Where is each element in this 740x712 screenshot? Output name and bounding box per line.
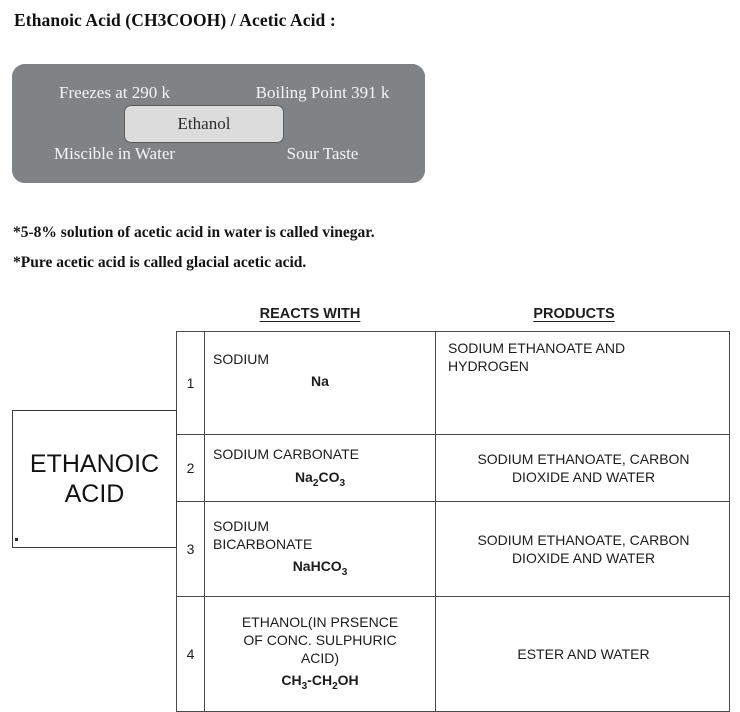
page-title: Ethanoic Acid (CH3COOH) / Acetic Acid : bbox=[14, 10, 336, 30]
reactant-formula: NaHCO3 bbox=[292, 558, 348, 579]
reactant-name: BICARBONATE bbox=[213, 536, 313, 553]
table-row: 4 ETHANOL(IN PRSENCE OF CONC. SULPHURIC … bbox=[176, 596, 730, 712]
ethanoic-acid-label-line2: ACID bbox=[64, 480, 125, 508]
ethanoic-acid-label-box: ETHANOIC ACID bbox=[12, 410, 177, 548]
table-row: 3 SODIUM BICARBONATE NaHCO3 SODIUM ETHAN… bbox=[176, 501, 730, 597]
product-line: DIOXIDE AND WATER bbox=[511, 469, 656, 485]
reactant-cell: SODIUM BICARBONATE NaHCO3 bbox=[204, 501, 436, 597]
row-number: 3 bbox=[176, 501, 205, 597]
properties-center-label: Ethanol bbox=[124, 105, 284, 143]
product-cell: ESTER AND WATER bbox=[435, 596, 730, 712]
reactant-cell: ETHANOL(IN PRSENCE OF CONC. SULPHURIC AC… bbox=[204, 596, 436, 712]
reactant-name: SODIUM bbox=[213, 517, 269, 534]
row-number: 1 bbox=[176, 331, 205, 435]
reactant-formula: CH3-CH2OH bbox=[281, 672, 359, 693]
product-line: SODIUM ETHANOATE, CARBON bbox=[477, 531, 690, 548]
product-cell: SODIUM ETHANOATE AND HYDROGEN bbox=[435, 331, 730, 435]
properties-box: Freezes at 290 k Boiling Point 391 k Mis… bbox=[12, 64, 425, 183]
ethanoic-acid-label-line1: ETHANOIC bbox=[29, 449, 160, 478]
reaction-table: 1 SODIUM Na SODIUM ETHANOATE AND HYDROGE… bbox=[176, 331, 730, 712]
row-number: 2 bbox=[176, 434, 205, 502]
product-line: ESTER AND WATER bbox=[517, 645, 650, 662]
properties-grid: Freezes at 290 k Boiling Point 391 k Mis… bbox=[12, 64, 425, 183]
row-number: 4 bbox=[176, 596, 205, 712]
reactant-name: OF CONC. SULPHURIC bbox=[243, 631, 397, 648]
product-cell: SODIUM ETHANOATE, CARBON DIOXIDE AND WAT… bbox=[435, 434, 730, 502]
reactant-name: SODIUM CARBONATE bbox=[213, 446, 359, 463]
reactant-cell: SODIUM Na bbox=[204, 331, 436, 435]
product-cell: SODIUM ETHANOATE, CARBON DIOXIDE AND WAT… bbox=[435, 501, 730, 597]
product-line: DIOXIDE AND WATER bbox=[511, 550, 656, 566]
reactant-cell: SODIUM CARBONATE Na2CO3 bbox=[204, 434, 436, 502]
product-line: SODIUM ETHANOATE AND bbox=[448, 340, 626, 356]
note-glacial-acetic-acid: *Pure acetic acid is called glacial acet… bbox=[13, 254, 307, 271]
column-header-products: PRODUCTS bbox=[533, 306, 615, 322]
note-vinegar: *5-8% solution of acetic acid in water i… bbox=[13, 224, 375, 241]
table-row: 1 SODIUM Na SODIUM ETHANOATE AND HYDROGE… bbox=[176, 331, 730, 435]
property-cell-taste: Sour Taste bbox=[220, 125, 425, 183]
reactant-formula: Na2CO3 bbox=[294, 468, 346, 489]
stray-dot-mark bbox=[15, 538, 18, 541]
product-line: SODIUM ETHANOATE, CARBON bbox=[477, 450, 690, 467]
reactant-formula: Na bbox=[311, 373, 329, 390]
reactant-name: ETHANOL(IN PRSENCE bbox=[241, 613, 399, 630]
product-line: HYDROGEN bbox=[448, 358, 529, 375]
column-header-reacts-with: REACTS WITH bbox=[259, 306, 361, 322]
reactant-name: ACID) bbox=[300, 650, 340, 667]
table-row: 2 SODIUM CARBONATE Na2CO3 SODIUM ETHANOA… bbox=[176, 434, 730, 502]
reactant-name: SODIUM bbox=[213, 351, 269, 367]
